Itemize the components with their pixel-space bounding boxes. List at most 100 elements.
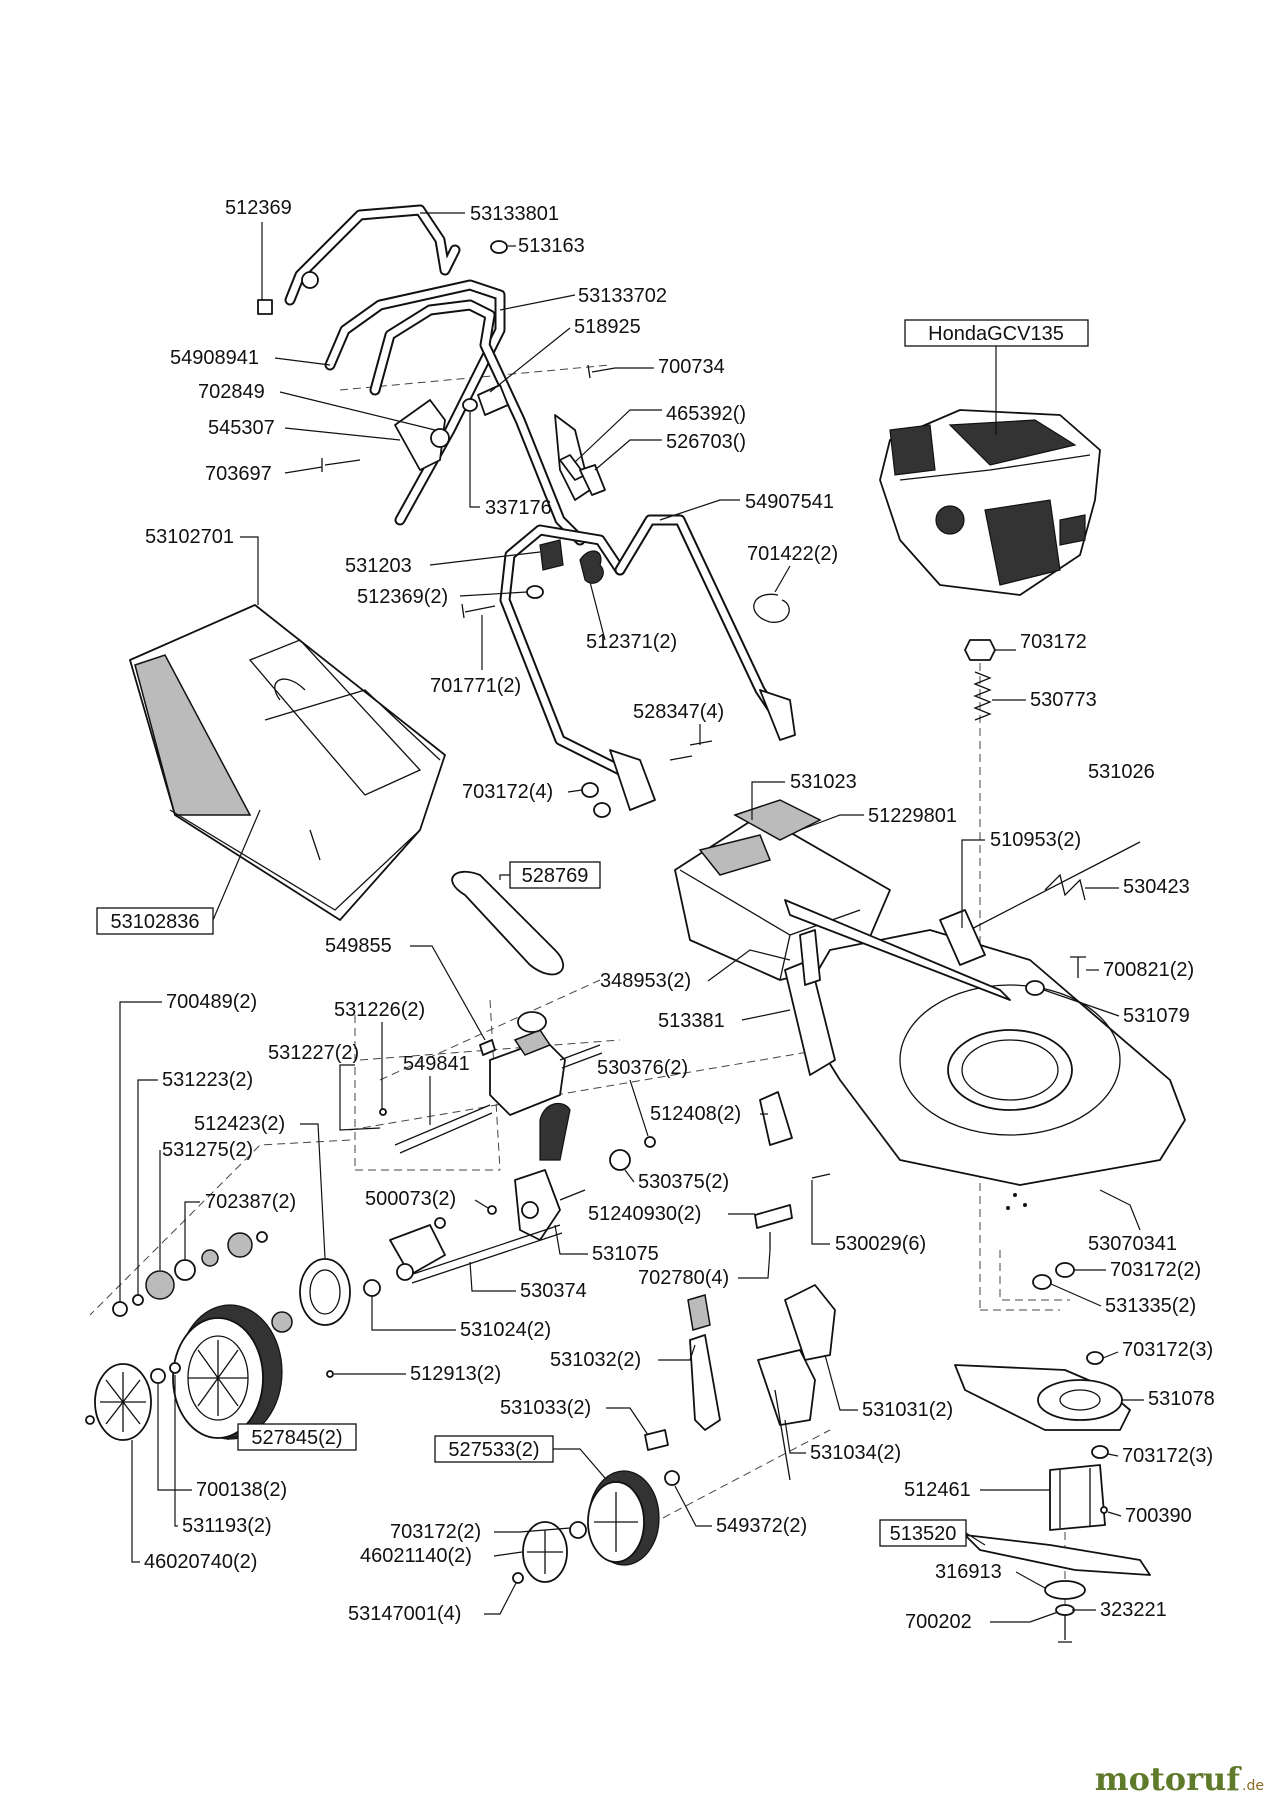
- engine-model-label: HondaGCV135: [928, 323, 1064, 345]
- label-531026: 531026: [1088, 761, 1155, 783]
- label-700138: 700138(2): [196, 1479, 287, 1501]
- label-513381: 513381: [658, 1010, 725, 1032]
- box-527845: 527845(2): [237, 1423, 357, 1451]
- nut-531079-icon: [1025, 980, 1045, 996]
- grass-bag-part: [129, 604, 446, 921]
- label-531227: 531227(2): [268, 1042, 359, 1064]
- label-700390: 700390: [1125, 1505, 1192, 1527]
- handle-hardware: [257, 240, 616, 496]
- washer-549372-icon: [664, 1470, 680, 1486]
- spring-530423-icon: [1044, 873, 1086, 901]
- pin-531226-icon: [379, 1108, 387, 1116]
- bolt-323221-icon: [1058, 1615, 1072, 1643]
- label-348953: 348953(2): [600, 970, 691, 992]
- label-337176: 337176: [485, 497, 552, 519]
- label-54908941: 54908941: [170, 347, 259, 369]
- nut-703172-icon: [964, 639, 996, 661]
- nut-703172x3a-icon: [1086, 1351, 1104, 1365]
- front-wheel-part: [512, 1470, 680, 1584]
- washer-512369x2-icon: [526, 585, 544, 599]
- label-54907541: 54907541: [745, 491, 834, 513]
- washer-531335-icon: [1032, 1274, 1052, 1290]
- label-530376: 530376(2): [597, 1057, 688, 1079]
- axle-549841-icon: [394, 1104, 493, 1154]
- boot-icon: [539, 1102, 571, 1161]
- nut-337176-icon: [462, 398, 478, 412]
- label-530773: 530773: [1030, 689, 1097, 711]
- nut-500073-icon: [487, 1205, 497, 1215]
- label-700489: 700489(2): [166, 991, 257, 1013]
- label-531223: 531223(2): [162, 1069, 253, 1091]
- label-53070341: 53070341: [1088, 1233, 1177, 1255]
- label-531078: 531078: [1148, 1388, 1215, 1410]
- label-701422: 701422(2): [747, 543, 838, 565]
- label-46021140: 46021140(2): [360, 1545, 472, 1567]
- nut-703172x4-b-icon: [593, 802, 611, 818]
- box-527533: 527533(2): [434, 1435, 554, 1463]
- rear-axle-part: [363, 1217, 563, 1297]
- ring-icon: [256, 1231, 268, 1243]
- label-549855: 549855: [325, 935, 392, 957]
- washer-316913-icon: [1044, 1580, 1086, 1600]
- label-703172x3b: 703172(3): [1122, 1445, 1213, 1467]
- nut-512369-icon: [257, 299, 273, 315]
- screw-512913-icon: [326, 1370, 334, 1378]
- box-528769: 528769: [509, 861, 601, 889]
- label-531193: 531193(2): [182, 1515, 272, 1537]
- label-526703: 526703(): [666, 431, 746, 453]
- bushing-531024-icon: [363, 1279, 381, 1297]
- clip-701422-icon: [753, 593, 790, 623]
- lever-531075-icon: [514, 1169, 561, 1241]
- spring-530773-icon: [973, 671, 992, 721]
- blade-assembly-part: [954, 1351, 1151, 1643]
- rear-flap-part: [674, 799, 891, 981]
- knob-702849-icon: [430, 428, 450, 448]
- label-518925: 518925: [574, 316, 641, 338]
- nut-500073b-icon: [434, 1217, 446, 1229]
- grip-icon: [687, 1294, 711, 1331]
- label-512461: 512461: [904, 1479, 971, 1501]
- star-knob-512371-icon: [579, 550, 604, 584]
- height-adjuster-part: [644, 929, 836, 1481]
- screw-700734-icon: [587, 364, 616, 379]
- rear-pinion-stack: [112, 1231, 268, 1317]
- label-530029: 530029(6): [835, 1233, 926, 1255]
- washer-700489-icon: [112, 1301, 128, 1317]
- label-700202: 700202: [905, 1611, 972, 1633]
- gearbox-part: [379, 1011, 656, 1171]
- spring-washer-700202-icon: [1055, 1604, 1075, 1616]
- wheel-bushing-icon: [271, 1311, 293, 1333]
- sleeve-icon: [201, 1249, 219, 1267]
- label-703172: 703172: [1020, 631, 1087, 653]
- washer-530376-icon: [644, 1136, 656, 1148]
- gear-icon: [227, 1232, 253, 1258]
- clip-518925-icon: [477, 384, 509, 416]
- height-rod-part: [949, 841, 1141, 946]
- mower-deck-part: [784, 899, 1186, 1210]
- label-531032: 531032(2): [550, 1349, 641, 1371]
- label-465392: 465392(): [666, 403, 746, 425]
- lever-531032-icon: [689, 1334, 721, 1431]
- engine-part: [879, 409, 1101, 596]
- cable-531203-icon: [539, 539, 564, 571]
- label-703172x2b: 703172(2): [390, 1521, 481, 1543]
- cable-bail-part: [284, 204, 461, 306]
- nut-703172x2-icon: [1055, 1262, 1075, 1278]
- engine-mount-hardware: [964, 639, 996, 721]
- bolt-701771-icon: [461, 603, 496, 619]
- label-702780: 702780(4): [638, 1267, 729, 1289]
- cable-526703-icon: [579, 464, 606, 496]
- label-53133801: 53133801: [470, 203, 559, 225]
- cap-screw-icon: [85, 1415, 95, 1425]
- label-531335: 531335(2): [1105, 1295, 1196, 1317]
- label-316913: 316913: [935, 1561, 1002, 1583]
- plate-531031-icon: [784, 1284, 836, 1361]
- watermark-logo: motoruf .de: [1095, 1760, 1264, 1798]
- box-513520: 513520: [879, 1519, 967, 1547]
- hub-cap-512423-icon: [299, 1258, 351, 1326]
- label-703697: 703697: [205, 463, 272, 485]
- nut-700138-icon: [150, 1368, 166, 1384]
- engine-model-box: HondaGCV135: [904, 319, 1089, 435]
- label-53147001: 53147001(4): [348, 1603, 461, 1625]
